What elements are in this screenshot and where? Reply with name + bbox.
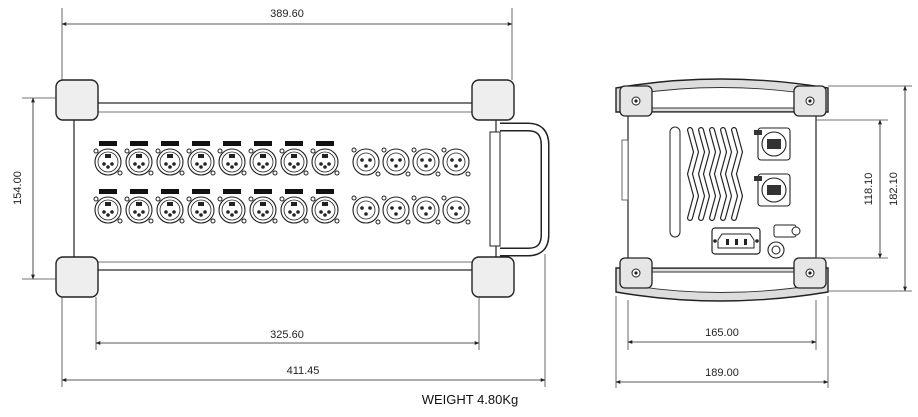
xlr-male-connector (351, 147, 381, 177)
carry-handle (500, 122, 550, 257)
xlr-female-connector (217, 189, 247, 224)
xlr-female-connector (310, 189, 340, 224)
xlr-female-connector (186, 189, 216, 224)
power-socket (711, 227, 761, 255)
ethercon-port (754, 127, 791, 161)
corner-bumper (55, 256, 99, 298)
xlr-male-connector (381, 147, 411, 177)
corner-bumper (55, 79, 99, 121)
side-dimensions: 165.00 189.00 118.10 182.10 (615, 85, 912, 388)
ethercon-port (754, 173, 791, 207)
xlr-female-connector (279, 141, 309, 176)
xlr-male-connector (381, 195, 411, 225)
dim-side-inner-height: 118.10 (863, 173, 875, 206)
xlr-male-connector (441, 195, 471, 225)
corner-bumper (471, 256, 515, 298)
xlr-female-connector (248, 189, 278, 224)
front-dimensions: 389.60 154.00 325.60 411.45 (12, 8, 546, 387)
xlr-female-connector (155, 141, 185, 176)
front-view (55, 79, 550, 298)
dim-width-top: 389.60 (270, 8, 304, 20)
side-view (615, 78, 829, 302)
xlr-female-connector (217, 141, 247, 176)
dim-height-left: 154.00 (12, 171, 24, 205)
xlr-female-connector (124, 189, 154, 224)
corner-bumper (471, 79, 515, 121)
dim-side-overall-height: 182.10 (888, 172, 900, 206)
vent-grille (669, 126, 743, 238)
xlr-female-connector (93, 141, 123, 176)
xlr-female-connector (155, 189, 185, 224)
chassis-front (73, 102, 497, 271)
xlr-male-connector (411, 147, 441, 177)
dim-side-inner-width: 165.00 (705, 327, 739, 339)
xlr-male-connector (411, 195, 441, 225)
weight-label: WEIGHT 4.80Kg (422, 392, 519, 407)
xlr-female-connector (310, 141, 340, 176)
dim-overall-width: 411.45 (287, 365, 320, 377)
xlr-connector-panel (93, 141, 471, 225)
xlr-male-connector (441, 147, 471, 177)
xlr-female-connector (93, 189, 123, 224)
xlr-male-connector (351, 195, 381, 225)
xlr-female-connector (279, 189, 309, 224)
xlr-female-connector (124, 141, 154, 176)
xlr-female-connector (248, 141, 278, 176)
dim-side-overall-width: 189.00 (705, 367, 739, 379)
xlr-female-connector (186, 141, 216, 176)
dim-inner-width: 325.60 (270, 329, 304, 341)
